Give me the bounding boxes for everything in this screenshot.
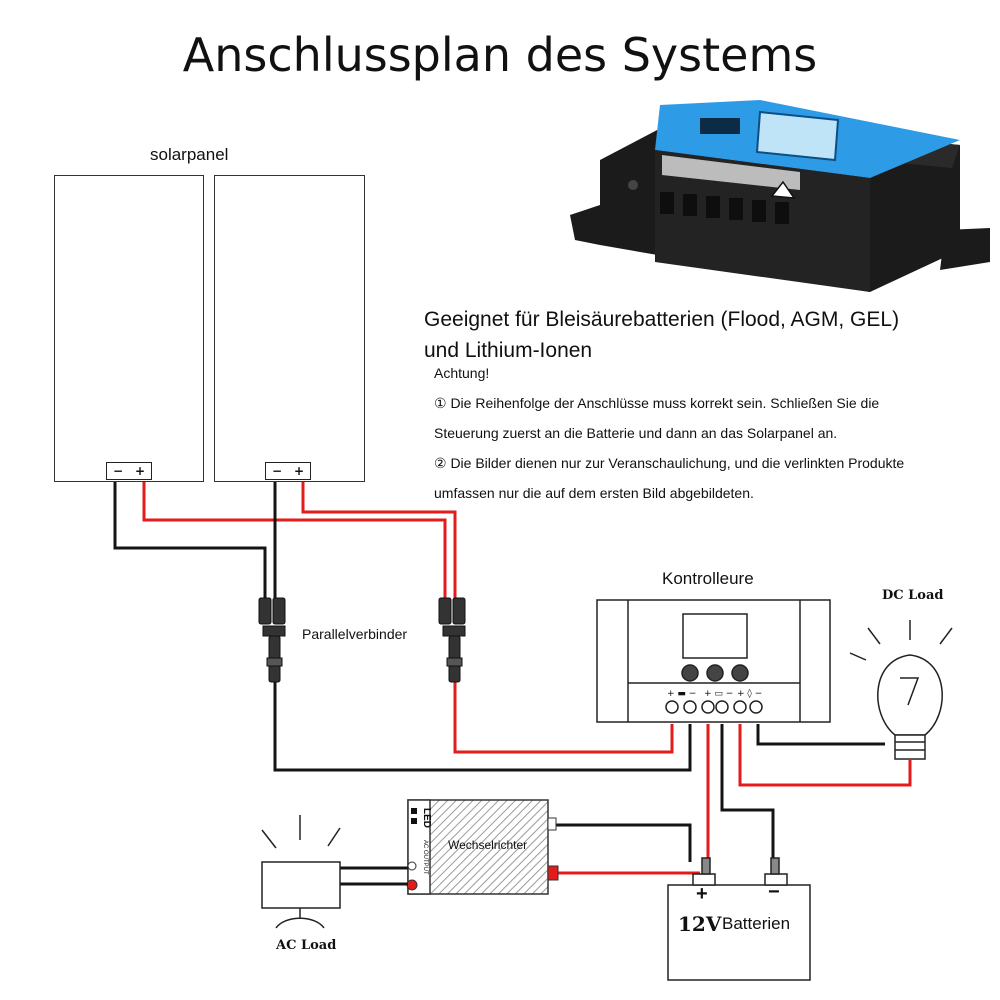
panel2-positive-wire	[301, 480, 457, 598]
bulb-rays-icon	[849, 620, 953, 661]
svg-text:+ ◊ −: + ◊ −	[737, 688, 762, 699]
battery-drawing	[667, 857, 811, 981]
controller-photo-right-flange	[940, 228, 990, 270]
note-line-4: umfassen nur die auf dem ersten Bild abg…	[434, 485, 754, 501]
parallel-connector-label: Parallelverbinder	[302, 626, 408, 642]
load-positive-wire	[738, 724, 912, 787]
combined-positive-wire	[453, 682, 674, 754]
controller-button-1	[681, 664, 699, 682]
controller-terminals	[665, 700, 763, 714]
panel2-junction-box: − +	[265, 462, 311, 480]
note-line-1: ① Die Reihenfolge der Anschlüsse muss ko…	[434, 395, 880, 411]
controller-photo-usb	[700, 118, 740, 134]
ac-load-monitor	[261, 861, 341, 929]
inverter-label: Wechselrichter	[448, 838, 528, 852]
controller-label: Kontrolleure	[662, 569, 754, 588]
dc-load-wires	[738, 724, 912, 787]
suitability-heading: Geeignet für Bleisäurebatterien (Flood, …	[424, 304, 899, 366]
note-line-2: Steuerung zuerst an die Batterie und dan…	[434, 425, 838, 441]
suitability-heading-line2: und Lithium-Ionen	[424, 339, 593, 362]
controller-terminal-symbols: + ▬ − + ▭ − + ◊ −	[667, 688, 762, 699]
controller-photo-label-strip	[662, 155, 800, 190]
dc-load-label: DC Load	[882, 588, 944, 603]
panel2-minus-sign: −	[271, 464, 283, 478]
note-line-3: ② Die Bilder dienen nur zur Veranschauli…	[434, 455, 905, 471]
panel1-plus-sign: +	[134, 464, 146, 478]
ac-load-rays-icon	[261, 815, 341, 849]
combined-negative-wire	[273, 682, 692, 772]
battery-negative-wire	[720, 724, 775, 860]
panel1-minus-sign: −	[112, 464, 124, 478]
page-title: Anschlussplan des Systems	[182, 28, 818, 82]
inverter-drawing	[406, 799, 559, 895]
solar-panel-2	[214, 175, 365, 482]
battery-wires	[555, 724, 775, 875]
inverter-led-label: LED	[421, 808, 432, 828]
controller-screen	[682, 613, 748, 659]
battery-voltage: 12V	[678, 912, 722, 936]
controller-button-2	[706, 664, 724, 682]
suitability-heading-line1: Geeignet für Bleisäurebatterien (Flood, …	[424, 308, 900, 331]
solar-panel-label: solarpanel	[150, 145, 229, 164]
controller-button-3	[731, 664, 749, 682]
attention-note: Achtung!	[434, 365, 490, 381]
ac-load-wires	[338, 866, 408, 886]
controller-photo-screw-icon	[628, 180, 638, 190]
ac-load-label: AC Load	[276, 938, 337, 953]
controller-photo-left-flange	[570, 205, 600, 245]
load-negative-wire	[756, 724, 885, 746]
panel1-junction-box: − +	[106, 462, 152, 480]
panel1-negative-wire	[113, 480, 267, 598]
battery-minus-sign: −	[768, 881, 780, 903]
controller-product-photo	[570, 100, 990, 292]
inverter-switch-icon	[406, 879, 418, 891]
parallel-connector-positive	[438, 597, 466, 683]
panel1-positive-wire	[142, 480, 447, 598]
controller-photo-screen	[755, 110, 840, 162]
controller-photo-terminals	[660, 192, 789, 224]
svg-text:+ ▭ −: + ▭ −	[704, 689, 733, 699]
battery-label: Batterien	[722, 914, 791, 933]
warning-triangle-icon	[770, 180, 796, 199]
battery-plus-sign: +	[696, 883, 708, 905]
controller-drawing	[596, 599, 831, 723]
solar-panel-1	[54, 175, 204, 482]
inverter-negative-wire	[555, 823, 692, 862]
panel-wires	[113, 480, 692, 772]
parallel-connector-negative	[258, 597, 286, 683]
dc-load-bulb	[877, 654, 943, 760]
panel2-plus-sign: +	[293, 464, 305, 478]
inverter-ac-output-label: AC OUTPUT	[422, 840, 428, 875]
svg-text:+ ▬ −: + ▬ −	[667, 689, 696, 699]
